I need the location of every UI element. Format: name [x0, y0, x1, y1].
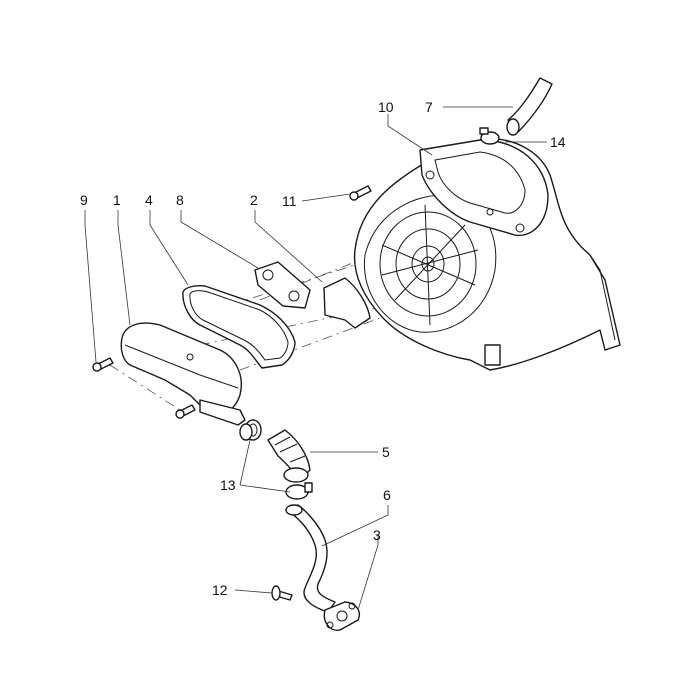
callout-7: 7 [425, 99, 433, 115]
screw-12 [271, 585, 293, 601]
callout-5: 5 [382, 444, 390, 460]
fan-cover-housing [353, 138, 621, 371]
top-hose [506, 77, 553, 136]
callout-8: 8 [176, 192, 184, 208]
callout-6: 6 [383, 487, 391, 503]
gasket-4 [182, 285, 296, 369]
callout-labels: 7 10 14 11 2 8 4 1 9 5 13 6 3 12 [80, 99, 566, 598]
elbow-hose-5 [239, 423, 311, 483]
screws-9 [92, 357, 196, 419]
filter-cover-1 [120, 322, 246, 426]
breather-pipe-6 [285, 504, 336, 613]
callout-3: 3 [373, 527, 381, 543]
callout-1: 1 [113, 192, 121, 208]
callout-12: 12 [212, 582, 228, 598]
callout-14: 14 [550, 134, 566, 150]
callout-2: 2 [250, 192, 258, 208]
cover-plate-2 [323, 277, 371, 329]
leader-lines [84, 106, 547, 611]
callout-4: 4 [145, 192, 153, 208]
spacer-plate-8 [254, 261, 311, 309]
callout-9: 9 [80, 192, 88, 208]
screw-11 [349, 185, 372, 201]
flange-gasket-3 [323, 601, 361, 631]
callout-11: 11 [282, 193, 297, 209]
hose-clamp-top [479, 127, 500, 145]
callout-10: 10 [378, 99, 394, 115]
callout-13: 13 [220, 477, 236, 493]
